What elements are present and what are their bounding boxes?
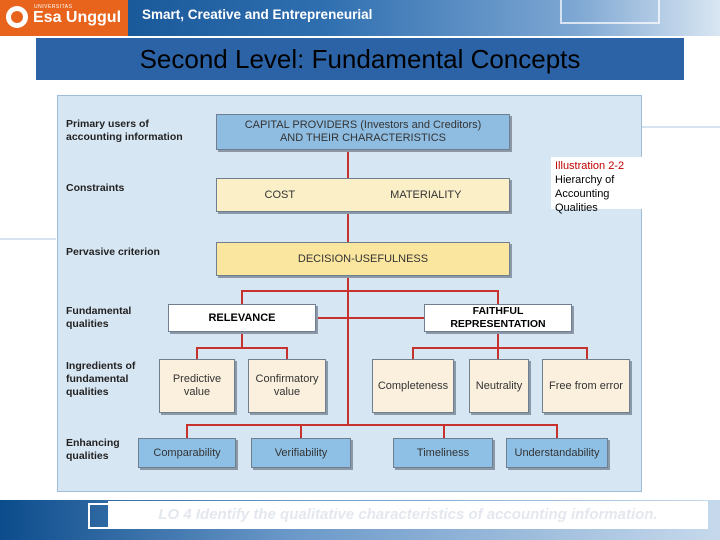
row-label-enhancing: Enhancing qualities	[66, 437, 120, 462]
footer-panel	[108, 501, 708, 529]
connector-line	[347, 212, 349, 242]
decision-usefulness-box: DECISION-USEFULNESS	[216, 242, 510, 276]
decision-usefulness-label: DECISION-USEFULNESS	[297, 252, 429, 265]
row-label-primary-users: Primary users of accounting information	[66, 118, 183, 143]
completeness-box: Completeness	[372, 359, 454, 413]
timeliness-label: Timeliness	[416, 446, 470, 459]
capital-providers-line2: AND THEIR CHARACTERISTICS	[279, 132, 447, 144]
relevance-box: RELEVANCE	[168, 304, 316, 332]
capital-providers-line1: CAPITAL PROVIDERS (Investors and Credito…	[244, 119, 482, 131]
decorative-line-left	[0, 238, 56, 240]
cost-label: COST	[264, 188, 296, 201]
illustration-title: Illustration 2-2	[555, 160, 625, 172]
connector-line	[412, 347, 588, 349]
illustration-line1: Hierarchy of Accounting	[555, 174, 615, 200]
comparability-label: Comparability	[153, 446, 221, 459]
learning-objective: LO 4 Identify the qualitative characteri…	[158, 506, 658, 523]
neutrality-label: Neutrality	[475, 379, 523, 392]
connector-line	[412, 347, 414, 359]
free-from-error-label: Free from error	[549, 379, 623, 392]
constraints-box: COST MATERIALITY	[216, 178, 510, 212]
slide-title: Second Level: Fundamental Concepts	[36, 38, 684, 80]
connector-line	[347, 276, 349, 424]
connector-line	[186, 424, 558, 426]
verifiability-label: Verifiability	[274, 446, 328, 459]
free-from-error-box: Free from error	[542, 359, 630, 413]
faithful-representation-label: FAITHFUL REPRESENTATION	[450, 305, 546, 330]
confirmatory-value-box: Confirmatory value	[248, 359, 326, 413]
connector-line	[300, 424, 302, 438]
university-logo[interactable]: UNIVERSITAS Esa Unggul	[0, 0, 128, 36]
footer-decoration	[88, 503, 110, 529]
row-label-fundamental: Fundamental qualities	[66, 305, 132, 330]
timeliness-box: Timeliness	[393, 438, 493, 468]
row-label-ingredients: Ingredients of fundamental qualities	[66, 360, 136, 398]
connector-line	[241, 332, 243, 348]
understandability-label: Understandability	[514, 446, 600, 459]
decorative-line-right	[642, 126, 720, 128]
connector-line	[497, 347, 499, 359]
tagline: Smart, Creative and Entrepreneurial	[142, 7, 373, 22]
row-label-pervasive: Pervasive criterion	[66, 246, 160, 258]
confirmatory-value-line2: value	[273, 386, 301, 398]
illustration-line2: Qualities	[555, 202, 598, 214]
predictive-value-line2: value	[183, 386, 211, 398]
logo-emblem-icon	[6, 6, 28, 28]
relevance-faithful-arrow	[318, 317, 426, 319]
connector-line	[347, 150, 349, 178]
connector-line	[586, 347, 588, 359]
neutrality-box: Neutrality	[469, 359, 529, 413]
connector-line	[196, 347, 198, 359]
verifiability-box: Verifiability	[251, 438, 351, 468]
predictive-value-line1: Predictive	[172, 373, 222, 385]
predictive-value-box: Predictive value	[159, 359, 235, 413]
connector-line	[556, 424, 558, 438]
connector-line	[241, 290, 499, 292]
logo-small-text: UNIVERSITAS	[34, 4, 73, 10]
connector-line	[186, 424, 188, 438]
connector-line	[286, 347, 288, 359]
connector-line	[497, 332, 499, 348]
materiality-label: MATERIALITY	[390, 188, 462, 201]
row-label-constraints: Constraints	[66, 182, 125, 194]
connector-line	[196, 347, 288, 349]
comparability-box: Comparability	[138, 438, 236, 468]
banner-decoration	[560, 0, 660, 24]
relevance-label: RELEVANCE	[208, 311, 276, 324]
completeness-label: Completeness	[377, 379, 449, 392]
logo-text: Esa Unggul	[33, 9, 122, 26]
confirmatory-value-line1: Confirmatory	[255, 373, 319, 385]
connector-line	[241, 290, 243, 304]
diagram-panel	[57, 95, 642, 492]
faithful-representation-box: FAITHFUL REPRESENTATION	[424, 304, 572, 332]
illustration-caption: Illustration 2-2 Hierarchy of Accounting…	[551, 157, 663, 214]
connector-line	[443, 424, 445, 438]
capital-providers-box: CAPITAL PROVIDERS (Investors and Credito…	[216, 114, 510, 150]
understandability-box: Understandability	[506, 438, 608, 468]
connector-line	[497, 290, 499, 304]
